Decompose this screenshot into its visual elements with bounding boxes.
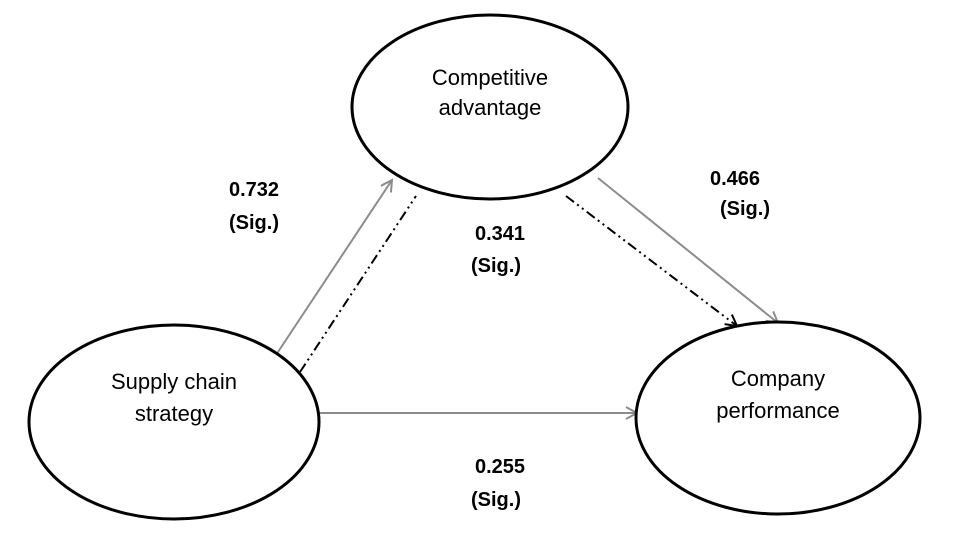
node-supply-chain-strategy-line1: Supply chain: [111, 369, 237, 394]
coef-sig: (Sig.): [471, 489, 521, 511]
node-supply-chain-strategy: Supply chain strategy: [27, 323, 321, 521]
arrow-competitive-to-performance: [597, 177, 778, 323]
coef-supply-to-performance: 0.255 (Sig.): [471, 456, 525, 511]
coef-sig: (Sig.): [471, 255, 521, 277]
coef-value: 0.341: [475, 223, 525, 245]
coef-indirect: 0.341 (Sig.): [471, 223, 525, 277]
coef-supply-to-competitive: 0.732 (Sig.): [229, 179, 279, 234]
coef-sig: (Sig.): [229, 212, 279, 234]
node-competitive-advantage-line2: advantage: [439, 95, 542, 120]
coef-competitive-to-performance: 0.466 (Sig.): [710, 168, 770, 220]
node-company-performance: Company performance: [634, 320, 922, 516]
arrow-indirect-supply-segment: [299, 195, 417, 373]
arrow-indirect-performance-segment: [565, 195, 737, 326]
node-competitive-advantage-line1: Competitive: [432, 65, 548, 90]
coef-value: 0.466: [710, 168, 760, 190]
coef-sig: (Sig.): [720, 198, 770, 220]
node-supply-chain-strategy-line2: strategy: [135, 401, 213, 426]
node-competitive-advantage: Competitive advantage: [350, 13, 630, 201]
coef-value: 0.255: [475, 456, 525, 478]
node-company-performance-line2: performance: [716, 398, 840, 423]
node-company-performance-line1: Company: [731, 366, 825, 391]
coef-value: 0.732: [229, 179, 279, 201]
arrow-supply-to-competitive: [275, 180, 392, 356]
